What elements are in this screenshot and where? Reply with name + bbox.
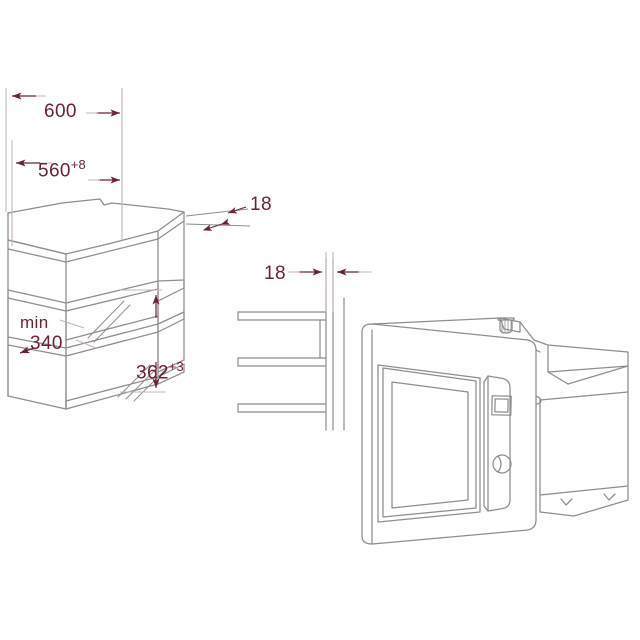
dimension-arrows-18-top	[202, 206, 247, 231]
thickness-leader-top	[185, 208, 251, 227]
dimension-line-600	[12, 92, 120, 117]
dimension-label-560-tolerance: +8	[70, 157, 86, 172]
view-side-section	[237, 257, 345, 431]
mounting-screw	[497, 317, 515, 334]
dimension-label-min-prefix: min	[20, 313, 49, 332]
door-window	[391, 381, 469, 509]
appliance-top-flange	[371, 317, 535, 341]
dimension-label-560: 560+8	[38, 158, 86, 181]
door-panel	[361, 323, 537, 545]
section-rear-panel	[325, 257, 334, 431]
dimension-label-18-side: 18	[264, 263, 286, 284]
dimension-line-560	[16, 159, 120, 184]
cabinet-bottom-panel	[7, 331, 185, 410]
dimension-line-600-tail	[36, 95, 98, 114]
door-trim-frame	[377, 364, 481, 523]
appliance-hinge-detail	[535, 349, 542, 405]
dimension-560	[11, 140, 123, 246]
dimension-362	[120, 289, 166, 393]
view-cabinet-niche	[7, 198, 185, 410]
dimension-line-560-tail	[40, 162, 100, 181]
extension-lines-560	[11, 140, 123, 246]
dimension-label-362: 362+3	[136, 360, 184, 383]
dimension-arrow-340	[19, 346, 35, 354]
extension-lines-18-side	[325, 252, 334, 312]
appliance-body-shell	[533, 339, 629, 517]
leader-line-340	[59, 319, 97, 349]
section-shelf-lower	[237, 403, 327, 413]
view-appliance-microwave	[361, 317, 629, 545]
dimension-min-340	[19, 319, 97, 354]
cabinet-top-panel	[7, 198, 185, 263]
dimension-18-side	[288, 252, 372, 312]
dimension-label-18-top: 18	[250, 194, 272, 215]
dimension-label-362-value: 362	[136, 362, 169, 384]
section-hatching-upper	[87, 300, 131, 343]
extension-lines-362	[120, 289, 166, 393]
section-shelf-upper	[237, 311, 327, 321]
dimension-label-340: 340	[30, 333, 63, 354]
cabinet-right-wall	[157, 220, 185, 373]
dimension-label-560-value: 560	[38, 160, 71, 182]
dimension-label-600: 600	[44, 101, 77, 122]
rotary-knob	[492, 454, 512, 474]
section-shelf-middle	[237, 357, 327, 367]
dimension-label-362-tolerance: +3	[168, 359, 184, 374]
display	[491, 395, 512, 416]
control-panel	[483, 375, 511, 512]
